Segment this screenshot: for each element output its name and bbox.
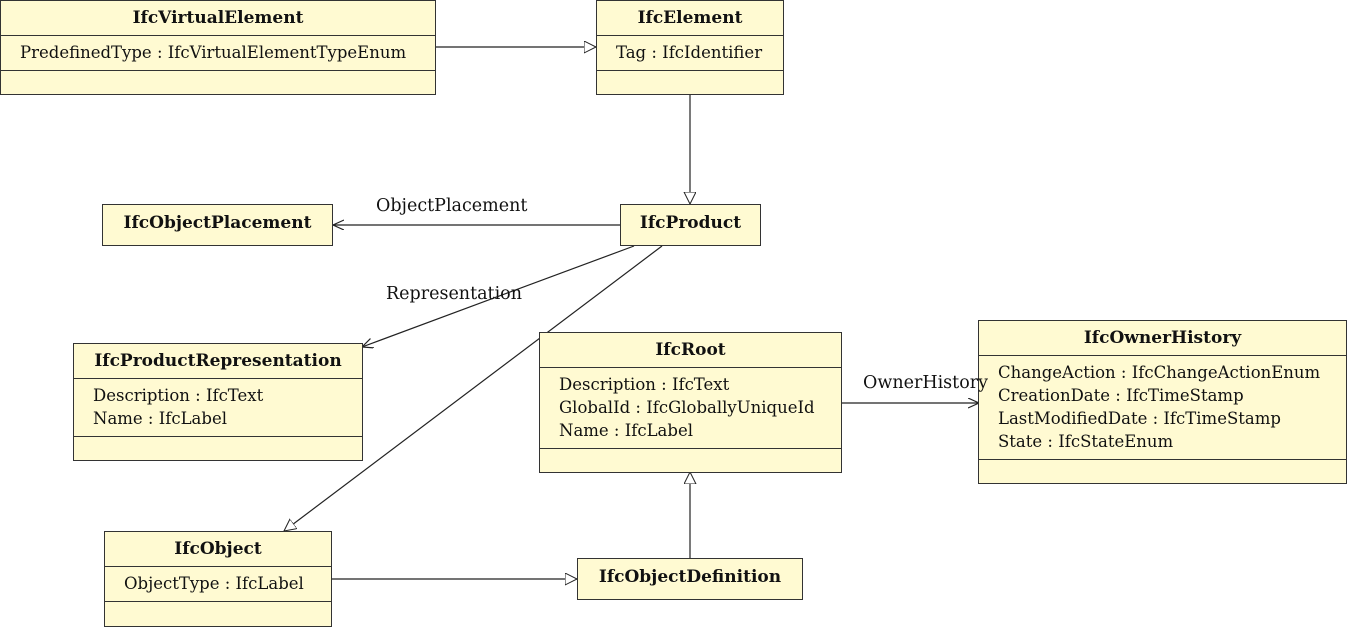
operations-compartment <box>979 459 1346 477</box>
attribute: GlobalId : IfcGloballyUniqueId <box>559 398 815 417</box>
association-label-ownerhistory: OwnerHistory <box>863 373 988 393</box>
attribute: Description : IfcText <box>93 386 264 405</box>
operations-compartment <box>1 70 435 88</box>
attribute: State : IfcStateEnum <box>998 432 1174 451</box>
class-name: IfcVirtualElement <box>132 8 304 28</box>
class-ifcroot[interactable]: IfcRoot Description : IfcText GlobalId :… <box>539 332 842 473</box>
attribute-list: Tag : IfcIdentifier <box>597 35 783 70</box>
class-ifcobjectdefinition[interactable]: IfcObjectDefinition <box>577 558 803 600</box>
class-ifcelement[interactable]: IfcElement Tag : IfcIdentifier <box>596 0 784 95</box>
attribute: CreationDate : IfcTimeStamp <box>998 386 1244 405</box>
attribute: ChangeAction : IfcChangeActionEnum <box>998 363 1321 382</box>
attribute: LastModifiedDate : IfcTimeStamp <box>998 409 1281 428</box>
attribute: Name : IfcLabel <box>93 409 227 428</box>
operations-compartment <box>540 448 841 466</box>
class-name: IfcProduct <box>639 213 742 233</box>
generalization-product-object <box>284 245 663 531</box>
attribute-list: Description : IfcText Name : IfcLabel <box>74 378 362 436</box>
association-label-representation: Representation <box>386 284 522 304</box>
class-ifcvirtualelement[interactable]: IfcVirtualElement PredefinedType : IfcVi… <box>0 0 436 95</box>
class-name: IfcProductRepresentation <box>94 351 342 371</box>
association-representation <box>362 245 635 347</box>
class-name: IfcObjectPlacement <box>123 213 312 233</box>
class-name: IfcRoot <box>655 340 726 360</box>
class-name: IfcElement <box>637 8 743 28</box>
operations-compartment <box>105 601 331 619</box>
class-ifcproductrepresentation[interactable]: IfcProductRepresentation Description : I… <box>73 343 363 461</box>
attribute: Tag : IfcIdentifier <box>616 43 763 62</box>
attribute-list: ObjectType : IfcLabel <box>105 566 331 601</box>
class-ifcobject[interactable]: IfcObject ObjectType : IfcLabel <box>104 531 332 627</box>
class-ifcproduct[interactable]: IfcProduct <box>620 204 761 246</box>
attribute-list: Description : IfcText GlobalId : IfcGlob… <box>540 367 841 448</box>
operations-compartment <box>74 436 362 454</box>
attribute: Name : IfcLabel <box>559 421 693 440</box>
class-ifcobjectplacement[interactable]: IfcObjectPlacement <box>102 204 333 246</box>
attribute: Description : IfcText <box>559 375 730 394</box>
association-label-objectplacement: ObjectPlacement <box>376 196 528 216</box>
attribute: ObjectType : IfcLabel <box>124 574 304 593</box>
attribute-list: ChangeAction : IfcChangeActionEnum Creat… <box>979 355 1346 459</box>
class-name: IfcOwnerHistory <box>1083 328 1242 348</box>
class-name: IfcObjectDefinition <box>598 567 782 587</box>
class-ifcownerhistory[interactable]: IfcOwnerHistory ChangeAction : IfcChange… <box>978 320 1347 484</box>
attribute: PredefinedType : IfcVirtualElementTypeEn… <box>20 43 407 62</box>
attribute-list: PredefinedType : IfcVirtualElementTypeEn… <box>1 35 435 70</box>
class-name: IfcObject <box>174 539 262 559</box>
operations-compartment <box>597 70 783 88</box>
